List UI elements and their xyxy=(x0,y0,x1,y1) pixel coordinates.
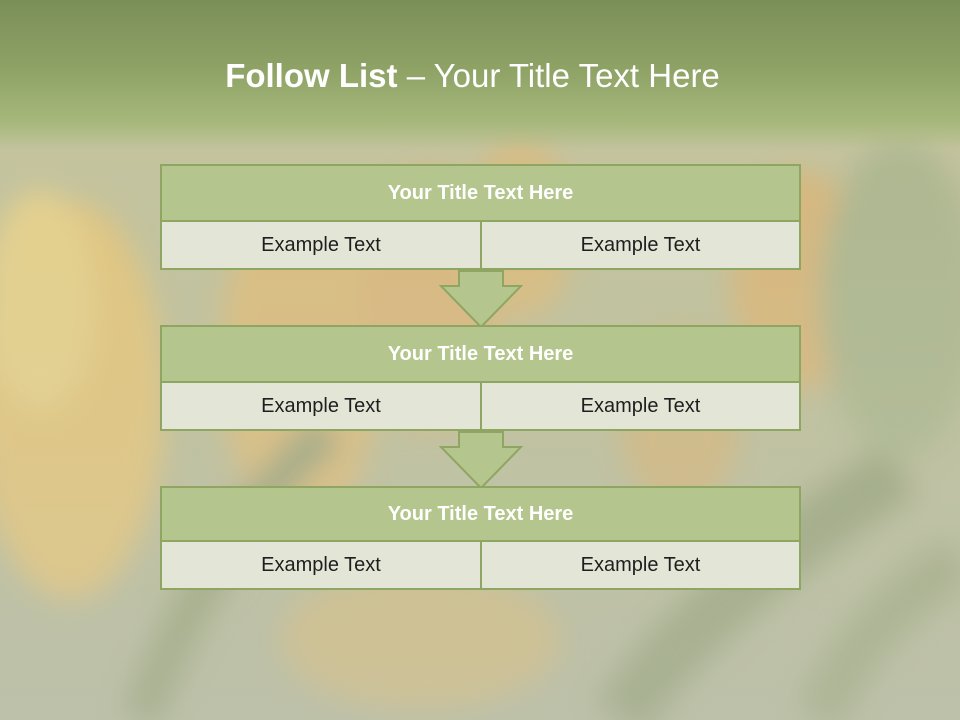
header-band xyxy=(0,0,960,150)
slide-title: Follow List – Your Title Text Here xyxy=(0,56,945,96)
down-arrow-icon xyxy=(439,431,523,489)
step-right-cell: Example Text xyxy=(480,540,801,590)
title-separator: – xyxy=(397,57,434,94)
step-left-cell: Example Text xyxy=(160,381,482,431)
step-right-cell: Example Text xyxy=(480,381,801,431)
step-left-cell: Example Text xyxy=(160,220,482,270)
title-rest: Your Title Text Here xyxy=(433,57,720,94)
step-left-cell: Example Text xyxy=(160,540,482,590)
title-bold: Follow List xyxy=(225,57,398,94)
down-arrow-icon xyxy=(439,270,523,328)
step-title: Your Title Text Here xyxy=(160,486,801,542)
step-title: Your Title Text Here xyxy=(160,325,801,383)
step-title: Your Title Text Here xyxy=(160,164,801,222)
step-right-cell: Example Text xyxy=(480,220,801,270)
